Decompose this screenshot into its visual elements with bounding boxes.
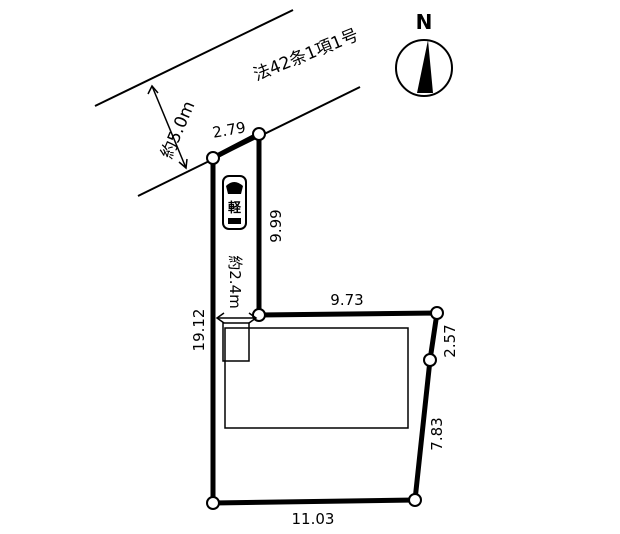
compass-needle — [417, 40, 433, 93]
car-icon: 軽 — [222, 175, 247, 230]
corner-marker — [206, 151, 220, 165]
road-width-label: 約5.0m — [157, 98, 199, 162]
dimension-upper-right: 9.73 — [330, 291, 363, 309]
road-arrow-head-bottom — [178, 158, 188, 170]
driveway-arrow-head-left — [215, 312, 225, 324]
corner-marker — [430, 306, 444, 320]
compass-north-label: N — [416, 10, 433, 34]
compass: N — [395, 10, 453, 97]
dimension-flag-pole-right: 9.99 — [267, 209, 285, 242]
dimension-right-long: 7.83 — [428, 417, 446, 450]
driveway-width-label: 約2.4m — [226, 255, 244, 308]
building-footprint — [224, 327, 409, 429]
car-rear-window — [228, 218, 241, 224]
parking-box — [222, 322, 250, 362]
corner-marker — [423, 353, 437, 367]
dimension-top: 2.79 — [211, 118, 247, 142]
property-boundary — [210, 131, 440, 506]
dimension-bottom: 11.03 — [292, 510, 335, 528]
driveway-arrow-head-right — [248, 312, 258, 324]
corner-marker — [408, 493, 422, 507]
car-label: 軽 — [228, 200, 242, 216]
road-width-arrow — [151, 85, 187, 169]
corner-marker — [252, 127, 266, 141]
dimension-left: 19.12 — [190, 309, 208, 352]
road-law-label: 法42条1項1号 — [251, 25, 362, 85]
road-line-upper — [94, 9, 294, 107]
car-windshield — [226, 182, 243, 194]
corner-marker — [206, 496, 220, 510]
dimension-right-short: 2.57 — [441, 324, 459, 357]
corner-markers — [206, 127, 444, 510]
road-arrow-head-top — [147, 84, 159, 95]
